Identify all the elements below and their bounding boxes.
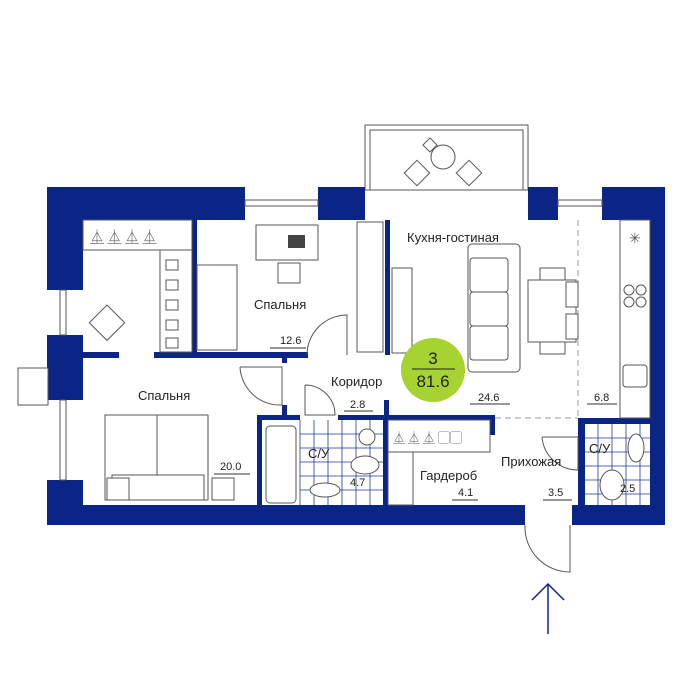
apartment-badge: 3 81.6 bbox=[401, 338, 465, 402]
room-area-hallway: 3.5 bbox=[548, 487, 563, 499]
room-name-bedroom-1: Спальня bbox=[254, 297, 306, 312]
room-area-bathroom-2: 2.5 bbox=[620, 483, 635, 495]
rooms-count: 3 bbox=[428, 349, 437, 368]
exterior-walls bbox=[47, 187, 665, 525]
room-area-wardrobe: 4.1 bbox=[458, 487, 473, 499]
room-labels: Кухня-гостиная 24.6 6.8 Спальня 12.6 Спа… bbox=[138, 230, 635, 501]
room-name-kitchen-living: Кухня-гостиная bbox=[407, 230, 499, 245]
windows bbox=[17, 199, 603, 481]
room-area-kitchen: 6.8 bbox=[594, 392, 609, 404]
room-name-bathroom-2: С/У bbox=[589, 441, 611, 456]
furniture: ⏅ ⏅ ⏅ ⏅ ✳ ⏅ ⏅ ⏅ ▢▢ bbox=[82, 219, 651, 506]
svg-text:✳: ✳ bbox=[629, 232, 641, 247]
room-area-kitchen-living: 24.6 bbox=[478, 392, 499, 404]
room-area-corridor: 2.8 bbox=[350, 399, 365, 411]
room-name-corridor: Коридор bbox=[331, 374, 382, 389]
balcony bbox=[364, 124, 529, 191]
room-area-bedroom-2: 20.0 bbox=[220, 461, 241, 473]
total-area: 81.6 bbox=[416, 372, 449, 391]
room-area-bedroom-1: 12.6 bbox=[280, 335, 301, 347]
hanger-icon: ⏅ ⏅ ⏅ ⏅ bbox=[90, 229, 157, 246]
svg-text:⏅ ⏅ ⏅ ▢▢: ⏅ ⏅ ⏅ ▢▢ bbox=[393, 430, 462, 445]
room-area-bathroom-1: 4.7 bbox=[350, 477, 365, 489]
room-name-hallway: Прихожая bbox=[501, 454, 561, 469]
arrow-up-icon bbox=[531, 582, 565, 634]
interior-walls bbox=[83, 220, 650, 507]
room-name-wardrobe: Гардероб bbox=[420, 468, 477, 483]
doors bbox=[239, 314, 579, 573]
bathroom-tiles bbox=[262, 420, 650, 505]
room-name-bedroom-2: Спальня bbox=[138, 388, 190, 403]
room-name-bathroom-1: С/У bbox=[308, 446, 330, 461]
